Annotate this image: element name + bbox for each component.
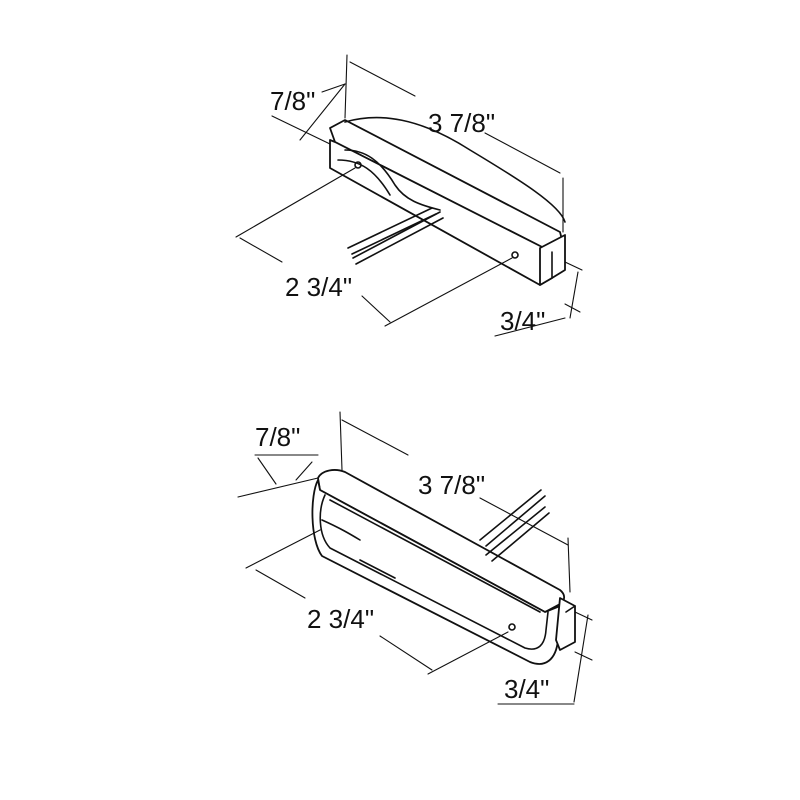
rear-mount-spacing-label: 2 3/4"	[285, 272, 352, 302]
rear-view: 3 7/8" 7/8" 2 3/4" 3/4"	[235, 54, 583, 337]
rear-length-label: 3 7/8"	[428, 108, 495, 138]
rear-length-dimension: 3 7/8"	[344, 54, 564, 233]
mount-hole-icon	[354, 161, 362, 169]
front-height-label: 3/4"	[504, 674, 549, 704]
rear-height-dimension: 3/4"	[494, 261, 583, 337]
front-depth-dimension: 7/8"	[237, 422, 319, 498]
front-mount-spacing-label: 2 3/4"	[307, 604, 374, 634]
rear-view-lamp-body	[329, 116, 566, 286]
rear-mount-spacing-dimension: 2 3/4"	[235, 167, 513, 327]
mount-hole-icon	[508, 623, 516, 631]
front-view-lamp-body	[311, 469, 576, 665]
rear-depth-dimension: 7/8"	[270, 83, 346, 145]
front-view: 3 7/8" 7/8" 2 3/4" 3/4"	[237, 411, 593, 705]
front-mount-spacing-dimension: 2 3/4"	[245, 529, 509, 675]
mount-hole-icon	[511, 251, 519, 259]
rear-height-label: 3/4"	[500, 306, 545, 336]
front-depth-label: 7/8"	[255, 422, 300, 452]
front-height-dimension: 3/4"	[497, 611, 593, 705]
front-view-wires	[479, 489, 550, 562]
front-length-dimension: 3 7/8"	[339, 411, 571, 593]
rear-view-wires	[347, 207, 444, 265]
rear-depth-label: 7/8"	[270, 86, 315, 116]
front-length-label: 3 7/8"	[418, 470, 485, 500]
